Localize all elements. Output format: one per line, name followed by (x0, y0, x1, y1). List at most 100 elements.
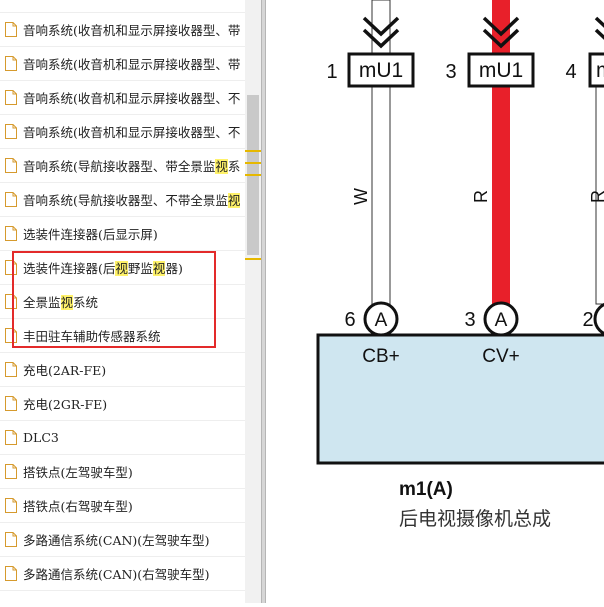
label-text: 野监 (127, 261, 153, 276)
tree-item[interactable]: 音响系统(收音机和显示屏接收器型、不 (0, 115, 245, 149)
chevron-down-icon (362, 16, 400, 49)
component-box (316, 333, 604, 465)
label-text: 系统 (73, 295, 99, 310)
tree-item-label: 音响系统(收音机和显示屏接收器型、带 (23, 23, 241, 38)
connector-box (467, 52, 535, 88)
wire-color-code: W (351, 188, 371, 205)
tree-item-label: 充电(2AR-FE) (23, 363, 107, 378)
terminal-circle (483, 301, 519, 337)
tree-item[interactable]: 选装件连接器(后视野监视器) (0, 251, 245, 285)
tree-item-label: 全景监视系统 (23, 292, 98, 311)
tree-item-partial[interactable] (0, 0, 245, 13)
connector-box (347, 52, 415, 88)
terminal-pin: 6 (344, 309, 355, 331)
label-text: 音响系统(导航接收器型、不带全景监 (23, 193, 228, 208)
tree-item-label: 音响系统(导航接收器型、带全景监视系 (23, 156, 240, 175)
terminal-circle (363, 301, 399, 337)
tree-item[interactable]: 选装件连接器(后显示屏) (0, 217, 245, 251)
terminal-pin: 2 (582, 309, 593, 331)
tree-item-label: DLC3 (23, 430, 59, 445)
tree-item[interactable]: 多路通信系统(CAN)(左驾驶车型) (0, 523, 245, 557)
document-icon (5, 56, 17, 71)
connector-label: mU1 (359, 59, 403, 82)
connector-pin: 3 (445, 61, 456, 83)
search-hit-marker (245, 162, 261, 164)
tree-item-label: 充电(2GR-FE) (23, 397, 108, 412)
terminal-name: CV+ (482, 346, 520, 367)
terminal-letter: A (375, 310, 388, 331)
terminal-pin: 3 (464, 309, 475, 331)
document-icon (5, 192, 17, 207)
terminal-letter: A (495, 310, 508, 331)
pane-splitter[interactable] (261, 0, 266, 603)
label-text: 系 (227, 159, 241, 174)
tree-item[interactable]: 音响系统(导航接收器型、不带全景监视 (0, 183, 245, 217)
wire-color-code: R (588, 190, 604, 203)
label-text: 全景监 (23, 295, 61, 310)
tree-item-label: 丰田驻车辅助传感器系统 (23, 329, 161, 344)
search-highlight: 视 (227, 193, 241, 208)
document-icon (5, 362, 17, 377)
document-icon (5, 124, 17, 139)
search-highlight: 视 (60, 295, 74, 310)
search-highlight: 视 (215, 159, 228, 174)
connector-pin: 1 (326, 61, 337, 83)
tree-item[interactable]: 搭铁点(左驾驶车型) (0, 455, 245, 489)
tree-item-label: 选装件连接器(后视野监视器) (23, 258, 183, 277)
document-icon (5, 464, 17, 479)
search-highlight: 视 (152, 261, 166, 276)
document-icon (5, 396, 17, 411)
tree-item-label: 选装件连接器(后显示屏) (23, 227, 158, 242)
wire-r-lower (492, 86, 510, 304)
tree-item-label: 多路通信系统(CAN)(左驾驶车型) (23, 533, 210, 548)
component-name: 后电视摄像机总成 (399, 508, 551, 530)
connector-pin: 4 (565, 61, 576, 83)
document-icon (5, 22, 17, 37)
tree-item[interactable]: 多路通信系统(CAN)(右驾驶车型) (0, 557, 245, 591)
tree-item[interactable]: 全景监视系统 (0, 285, 245, 319)
connector-label: m (596, 59, 604, 82)
document-icon (5, 90, 17, 105)
label-text: 音响系统(导航接收器型、带全景监 (23, 159, 216, 174)
terminal-name: CB+ (362, 346, 400, 367)
document-icon (5, 430, 17, 445)
wire-w-lower (371, 85, 391, 305)
document-icon (5, 158, 17, 173)
connector-label: mU1 (479, 59, 523, 82)
chevron-down-icon (594, 16, 604, 40)
wire-r2 (595, 85, 604, 305)
selection-highlight-box (12, 251, 216, 348)
document-icon (5, 226, 17, 241)
wiring-diagram: mU1 mU1 m 1 3 4 W R R A A 6 3 2 CB+ CV+ … (266, 0, 604, 603)
wire-color-code: R (471, 190, 491, 203)
tree-item-label: 音响系统(收音机和显示屏接收器型、不 (23, 125, 241, 140)
tree-item[interactable]: 音响系统(收音机和显示屏接收器型、带 (0, 47, 245, 81)
document-icon (5, 566, 17, 581)
tree-item-label: 多路通信系统(CAN)(右驾驶车型) (23, 567, 210, 582)
tree-item[interactable]: 音响系统(收音机和显示屏接收器型、带 (0, 13, 245, 47)
chevron-down-icon (482, 16, 520, 49)
tree-scrollbar[interactable] (245, 0, 261, 603)
tree-item[interactable]: DLC3 (0, 421, 245, 455)
label-text: 器) (165, 261, 183, 276)
tree-item[interactable]: 充电(2AR-FE) (0, 353, 245, 387)
tree-item[interactable]: 充电(2GR-FE) (0, 387, 245, 421)
connector-box (588, 52, 604, 88)
tree-item-label: 音响系统(导航接收器型、不带全景监视 (23, 190, 241, 209)
tree-item-label: 音响系统(收音机和显示屏接收器型、不 (23, 91, 241, 106)
tree-panel: 音响系统(收音机和显示屏接收器型、带音响系统(收音机和显示屏接收器型、带音响系统… (0, 0, 245, 603)
tree-item[interactable]: 音响系统(导航接收器型、带全景监视系 (0, 149, 245, 183)
search-hit-marker (245, 174, 261, 176)
terminal-circle (593, 302, 604, 336)
tree-item-label: 搭铁点(左驾驶车型) (23, 465, 133, 480)
tree-item-label: 音响系统(收音机和显示屏接收器型、带 (23, 57, 241, 72)
tree-item[interactable]: 音响系统(收音机和显示屏接收器型、不 (0, 81, 245, 115)
label-text: 选装件连接器(后 (23, 261, 116, 276)
document-icon (5, 532, 17, 547)
component-code: m1(A) (399, 479, 453, 500)
search-highlight: 视 (115, 261, 128, 276)
tree-item[interactable]: 搭铁点(右驾驶车型) (0, 489, 245, 523)
document-icon (5, 498, 17, 513)
tree-item-label: 搭铁点(右驾驶车型) (23, 499, 133, 514)
search-hit-marker (245, 258, 261, 260)
